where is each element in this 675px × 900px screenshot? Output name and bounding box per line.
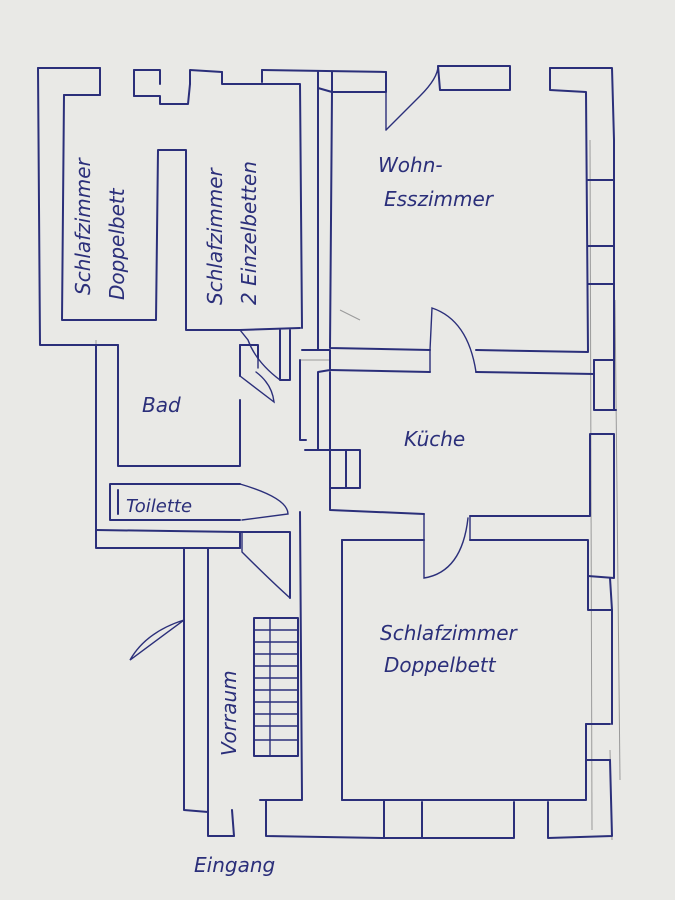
door-entrance	[129, 619, 185, 661]
label-bathroom: Bad	[142, 393, 181, 417]
label-bedroom-right-line1: Schlafzimmer	[380, 621, 519, 645]
label-bedroom-twin-line1: Schlafzimmer	[203, 166, 227, 305]
outer-walls	[37, 65, 617, 839]
label-bedroom-left-line2: Doppelbett	[105, 187, 129, 300]
label-toilet: Toilette	[126, 496, 192, 517]
pencil-guides	[95, 139, 621, 841]
label-kitchen: Küche	[404, 427, 465, 451]
label-vestibule: Vorraum	[217, 670, 241, 756]
label-bedroom-left-line1: Schlafzimmer	[71, 156, 95, 295]
label-bedroom-right-line2: Doppelbett	[384, 653, 497, 677]
staircase	[253, 617, 299, 757]
door-twin-bedroom	[239, 329, 281, 381]
door-living-top	[385, 65, 439, 131]
label-bedroom-twin-line2: 2 Einzelbetten	[237, 161, 261, 305]
door-living-kitchen	[429, 307, 477, 373]
door-toilet	[239, 483, 289, 521]
label-entrance: Eingang	[194, 853, 275, 877]
room-labels: Schlafzimmer Doppelbett Schlafzimmer 2 E…	[71, 153, 519, 877]
doors	[129, 65, 477, 661]
label-living-line2: Esszimmer	[384, 187, 495, 211]
door-kitchen-bedroom	[423, 513, 469, 579]
door-vestibule	[241, 531, 291, 599]
label-living-line1: Wohn-	[378, 153, 443, 177]
door-bathroom	[239, 371, 275, 404]
